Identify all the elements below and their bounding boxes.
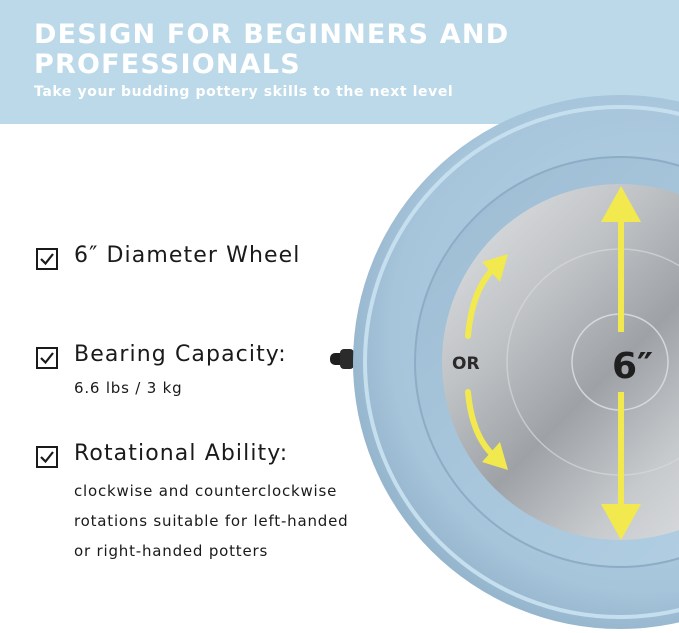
rotation-arrow-head-up	[482, 254, 508, 282]
or-label: OR	[452, 354, 480, 374]
feature-detail-line: 6.6 lbs / 3 kg	[74, 379, 183, 397]
wheel-size-label: 6″	[612, 346, 653, 387]
speed-knob	[330, 349, 358, 369]
feature-detail-line: clockwise and counterclockwise	[74, 482, 338, 500]
feature-detail: clockwise and counterclockwise rotations…	[74, 476, 348, 566]
feature-title: Rotational Ability:	[74, 441, 289, 466]
headline-line-1: DESIGN FOR BEGINNERS AND	[34, 19, 510, 50]
feature-title: Bearing Capacity:	[74, 342, 287, 367]
checkbox-check-icon	[36, 446, 58, 468]
feature-detail: 6.6 lbs / 3 kg	[74, 373, 182, 403]
checkbox-check-icon	[36, 248, 58, 270]
feature-title: 6″ Diameter Wheel	[74, 243, 301, 268]
headline: DESIGN FOR BEGINNERS AND PROFESSIONALS	[34, 20, 634, 80]
subheadline: Take your budding pottery skills to the …	[34, 84, 454, 100]
header-banner: DESIGN FOR BEGINNERS AND PROFESSIONALS T…	[0, 0, 679, 124]
splash-basin-rim	[363, 105, 679, 619]
feature-detail-line: or right-handed potters	[74, 542, 269, 560]
rotation-arrow-head-down	[482, 442, 508, 470]
headline-line-2: PROFESSIONALS	[34, 49, 301, 80]
rotation-arrow-icon	[465, 265, 497, 459]
checkbox-check-icon	[36, 347, 58, 369]
feature-detail-line: rotations suitable for left-handed	[74, 512, 349, 530]
diameter-arrow-icon	[601, 186, 641, 540]
